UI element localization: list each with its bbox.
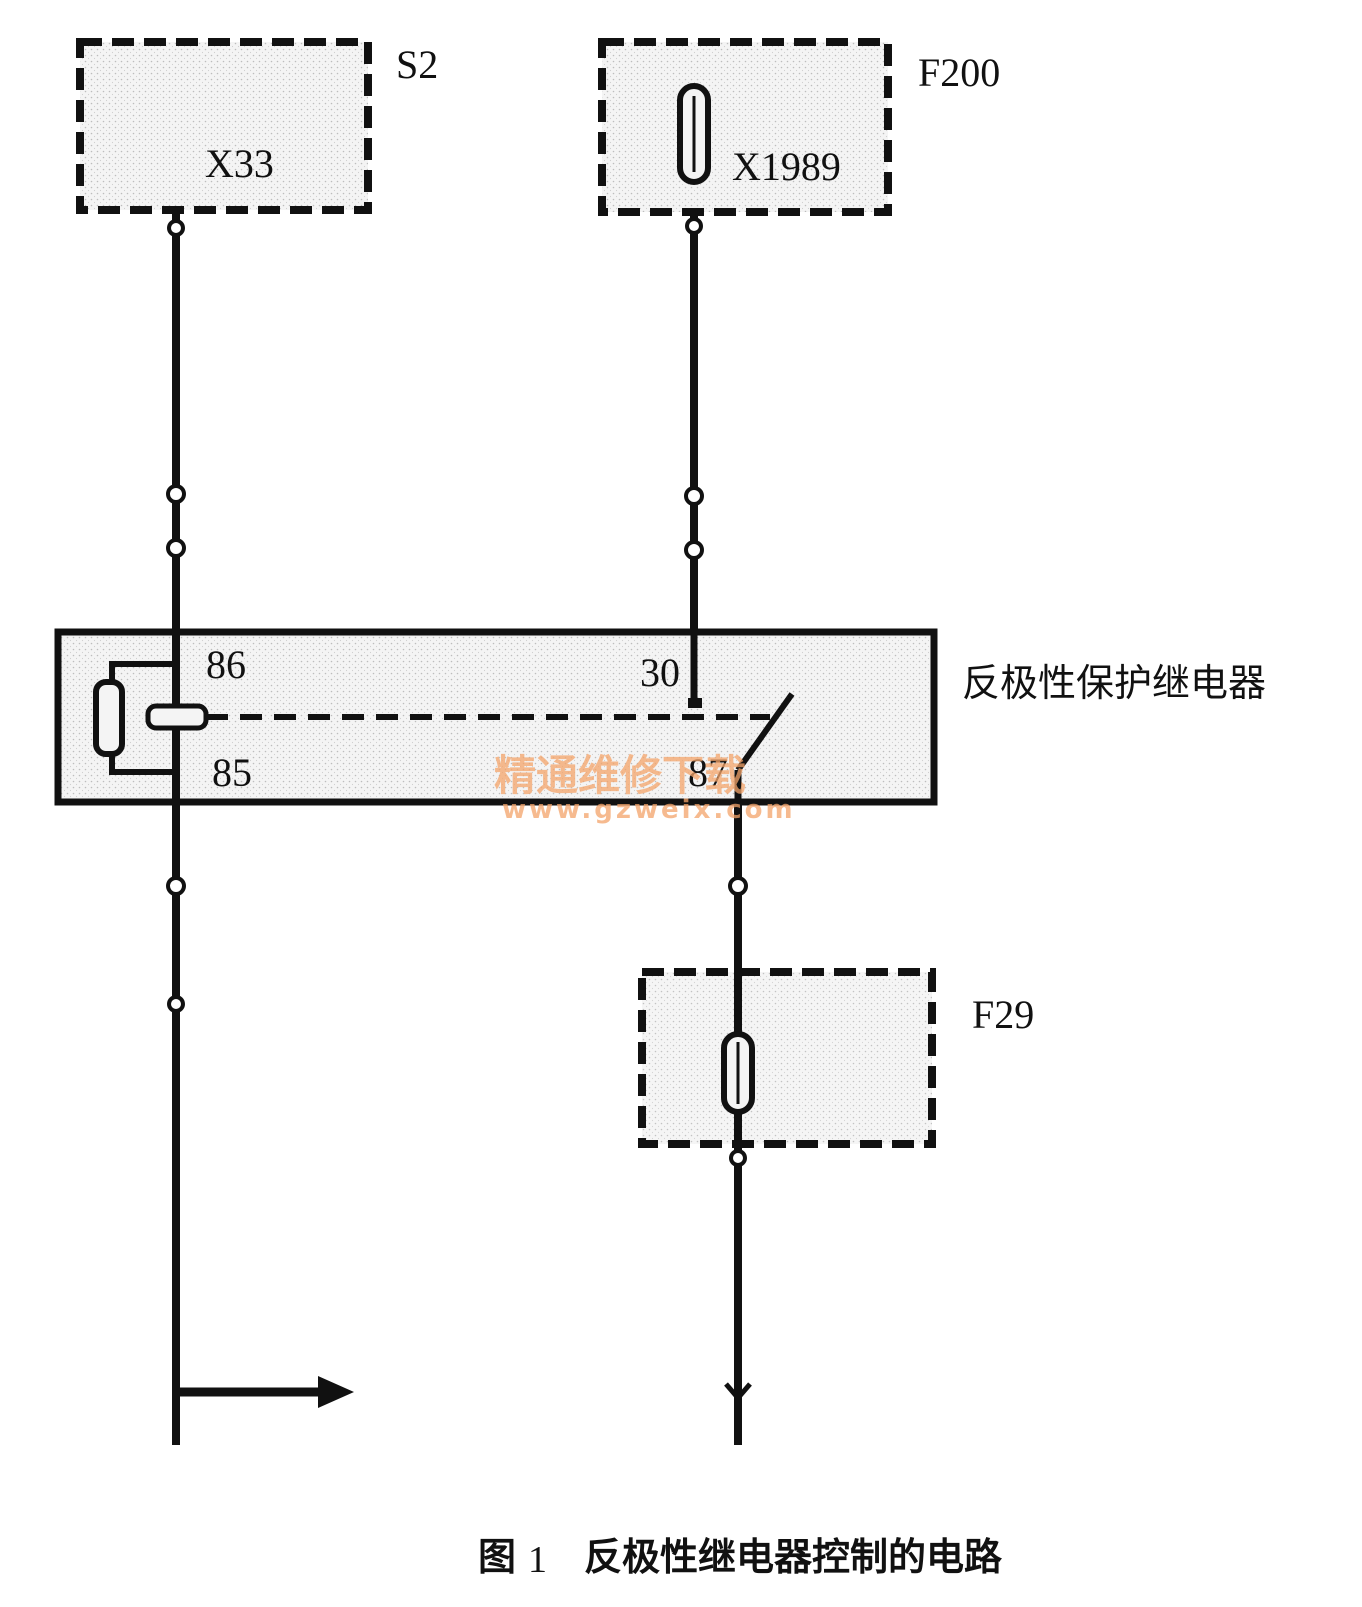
wire-right-bottom-connectors bbox=[728, 876, 748, 1167]
caption-text: 反极性继电器控制的电路 bbox=[584, 1535, 1003, 1579]
relay-name-label: 反极性保护继电器 bbox=[962, 661, 1266, 705]
component-f29: F29 bbox=[638, 968, 1034, 1148]
relay-pin-86: 86 bbox=[206, 642, 246, 687]
component-f200: F200 X1989 bbox=[598, 38, 1000, 216]
relay-pin-85: 85 bbox=[212, 750, 252, 795]
watermark-text: 精通维修下载 bbox=[494, 751, 746, 800]
relay-pin-30: 30 bbox=[640, 650, 680, 695]
component-f29-label: F29 bbox=[972, 992, 1034, 1037]
connector-dot-icon bbox=[728, 876, 748, 896]
relay-box: 86 85 30 87 bbox=[54, 628, 938, 806]
connector-dot-icon bbox=[167, 219, 185, 237]
caption-number: 1 bbox=[528, 1539, 547, 1581]
connector-dot-icon bbox=[167, 995, 185, 1013]
watermark-url: www.gzweix.com bbox=[502, 795, 796, 825]
relay-armature-icon bbox=[145, 703, 209, 731]
caption-prefix: 图 bbox=[478, 1535, 516, 1579]
wire-end-icon bbox=[724, 1382, 752, 1402]
component-s2: S2 X33 bbox=[76, 38, 438, 214]
component-f200-label: F200 bbox=[918, 50, 1000, 95]
wire-right-top-connectors bbox=[684, 217, 704, 560]
relay-switch-icon bbox=[735, 692, 795, 772]
connector-x33-label: X33 bbox=[205, 141, 274, 186]
relay-coil-icon bbox=[93, 679, 125, 757]
component-s2-label: S2 bbox=[396, 42, 438, 87]
arrow-right-icon bbox=[180, 1376, 354, 1408]
relay-pin-87: 87 bbox=[688, 750, 728, 795]
connector-x1989-label: X1989 bbox=[732, 144, 841, 189]
watermark: 精通维修下载 www.gzweix.com bbox=[494, 751, 796, 825]
connector-dot-icon bbox=[166, 484, 186, 504]
figure-caption: 图 1 反极性继电器控制的电路 bbox=[478, 1535, 1003, 1581]
connector-dot-icon bbox=[684, 486, 704, 506]
connector-dot-icon bbox=[684, 540, 704, 560]
connector-dot-icon bbox=[166, 876, 186, 896]
connector-dot-icon bbox=[166, 538, 186, 558]
connector-dot-icon bbox=[729, 1149, 747, 1167]
wire-left-connectors bbox=[166, 219, 186, 1013]
connector-dot-icon bbox=[685, 217, 703, 235]
